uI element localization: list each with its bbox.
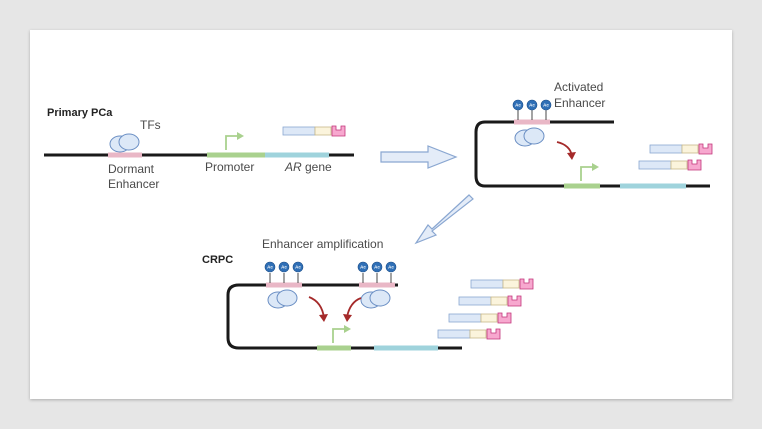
flow-arrow-icon xyxy=(380,145,458,169)
tf-complex-icon xyxy=(267,289,298,309)
promoter-segment xyxy=(317,345,351,351)
ar-gene-segment xyxy=(265,152,329,158)
acetyl-mark-icon: Ac xyxy=(515,103,521,108)
activated-enhancer-segment xyxy=(514,119,550,125)
transcript-icon xyxy=(470,278,534,290)
enhancer-diagram: Primary PCa TFs Dormant Enhancer Promote… xyxy=(44,80,713,351)
acetyl-mark-icon: Ac xyxy=(281,265,287,270)
activation-arrow-icon xyxy=(346,297,362,318)
acetyl-mark-icon: Ac xyxy=(388,265,394,270)
transcription-arrow-icon xyxy=(332,324,352,344)
primary-pca-label: Primary PCa xyxy=(47,107,113,119)
transcript-icon xyxy=(649,143,713,155)
transcript-icon xyxy=(448,312,512,324)
promoter-segment xyxy=(207,152,265,158)
ar-gene-label: AR gene xyxy=(284,160,332,174)
transcription-arrow-icon xyxy=(580,162,600,182)
acetyl-mark-icon: Ac xyxy=(295,265,301,270)
enhancer-amplification-label: Enhancer amplification xyxy=(262,237,383,251)
transcript-icon xyxy=(458,295,522,307)
promoter-segment xyxy=(564,183,600,189)
activated-label-1: Activated xyxy=(554,80,603,94)
acetyl-mark-icon: Ac xyxy=(267,265,273,270)
acetyl-marks: Ac Ac Ac xyxy=(512,99,552,120)
crpc-label: CRPC xyxy=(202,254,233,266)
amplified-enhancer-segment-2 xyxy=(359,282,395,288)
promoter-label: Promoter xyxy=(205,160,254,174)
transcription-arrow-icon xyxy=(225,131,245,151)
activated-label-2: Enhancer xyxy=(554,96,605,110)
tf-complex-icon xyxy=(360,289,391,309)
transcript-icon xyxy=(437,328,501,340)
transcript-icon xyxy=(638,159,702,171)
acetyl-marks: Ac Ac Ac Ac Ac Ac xyxy=(264,261,397,283)
acetyl-mark-icon: Ac xyxy=(374,265,380,270)
amplified-enhancer-segment-1 xyxy=(266,282,302,288)
tf-complex-icon xyxy=(109,133,140,153)
figure-card: Primary PCa TFs Dormant Enhancer Promote… xyxy=(30,30,732,399)
tfs-label: TFs xyxy=(140,118,161,132)
dna-looped-activated xyxy=(474,120,710,188)
transcript-icon xyxy=(282,125,346,137)
acetyl-mark-icon: Ac xyxy=(529,103,535,108)
flow-arrow-icon xyxy=(414,194,474,245)
ar-gene-segment xyxy=(374,345,438,351)
dna-looped-crpc xyxy=(226,283,462,350)
dormant-label-2: Enhancer xyxy=(108,177,159,191)
acetyl-mark-icon: Ac xyxy=(543,103,549,108)
ar-gene-segment xyxy=(620,183,686,189)
dormant-enhancer-segment xyxy=(108,152,142,158)
tf-complex-icon xyxy=(514,127,545,147)
dormant-label-1: Dormant xyxy=(108,162,155,176)
acetyl-mark-icon: Ac xyxy=(360,265,366,270)
